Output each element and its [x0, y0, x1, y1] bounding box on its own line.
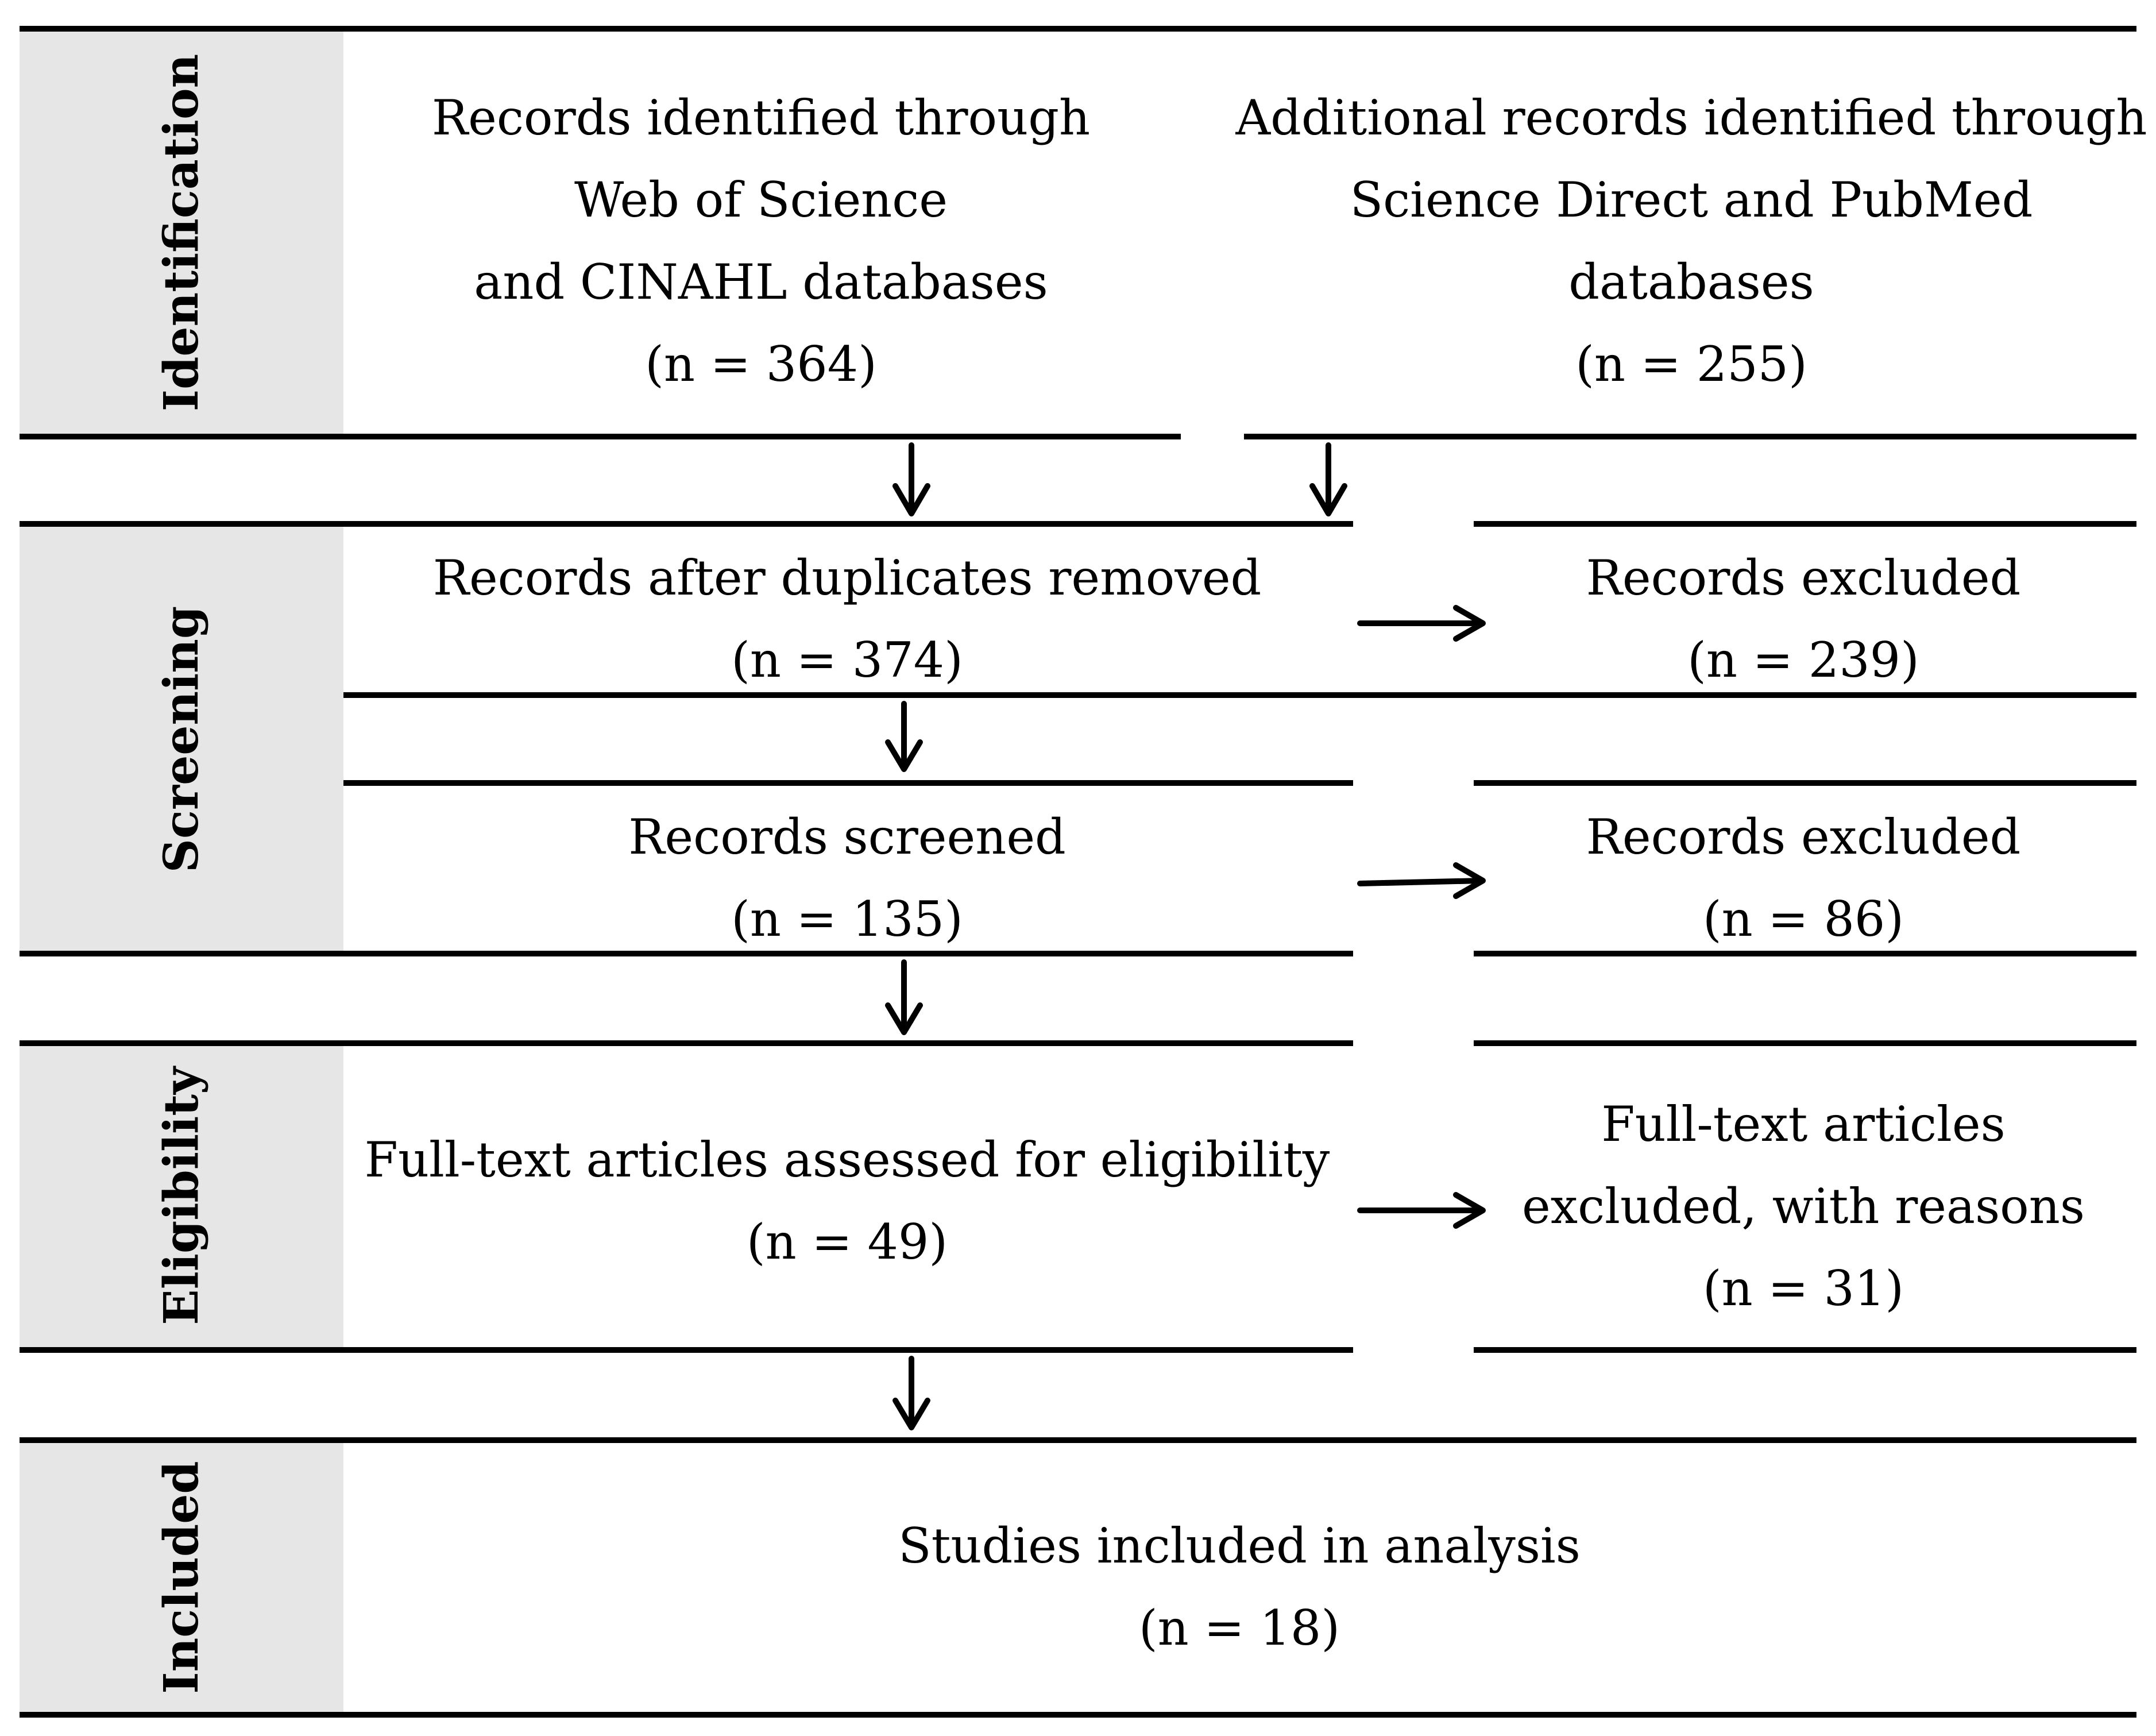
box-records-excluded-2: Records excluded (n = 86) — [1586, 796, 2021, 960]
box-after-duplicates-count: (n = 374) — [731, 632, 963, 688]
box-wos-cinahl-records: Records identified through Web of Scienc… — [432, 77, 1090, 406]
identification-stage-band — [20, 32, 343, 435]
box-fulltext-excluded-line-2: excluded, with reasons — [1522, 1178, 2085, 1235]
arrow-down-duplicates-to-screened — [885, 701, 923, 772]
box-after-duplicates-label: Records after duplicates removed — [432, 550, 1262, 606]
box-records-excluded-2-count: (n = 86) — [1702, 891, 1904, 947]
box-studies-included: Studies included in analysis (n = 18) — [898, 1505, 1581, 1669]
rule-eligibility-top-right — [1474, 1040, 2136, 1046]
box-wos-cinahl-line-2: Web of Science — [574, 172, 948, 228]
arrow-right-screened-to-excluded — [1357, 862, 1486, 899]
rule-screening-bottom-right — [1474, 951, 2136, 956]
rule-screening-top-right — [1474, 521, 2136, 527]
box-fulltext-assessed-count: (n = 49) — [746, 1214, 948, 1270]
box-records-screened-label: Records screened — [628, 809, 1066, 865]
box-records-excluded-1-label: Records excluded — [1586, 550, 2021, 606]
box-fulltext-excluded: Full-text articles excluded, with reason… — [1522, 1083, 2085, 1330]
rule-screening-mid-2-left — [343, 780, 1353, 786]
box-fulltext-assessed: Full-text articles assessed for eligibil… — [365, 1119, 1330, 1283]
rule-eligibility-bottom-right — [1474, 1347, 2136, 1353]
box-fulltext-excluded-line-1: Full-text articles — [1601, 1096, 2006, 1152]
rule-top — [20, 26, 2136, 32]
box-sd-pubmed-line-1: Additional records identified through — [1235, 90, 2147, 146]
rule-included-top — [20, 1437, 2136, 1443]
arrow-down-wos-to-duplicates — [892, 442, 930, 516]
arrow-right-fulltext-to-excluded — [1357, 1192, 1486, 1229]
box-wos-cinahl-count: (n = 364) — [645, 336, 877, 392]
included-stage-band — [20, 1442, 343, 1714]
box-studies-included-label: Studies included in analysis — [898, 1518, 1581, 1574]
box-fulltext-excluded-count: (n = 31) — [1702, 1260, 1904, 1317]
box-records-excluded-1: Records excluded (n = 239) — [1586, 537, 2021, 701]
box-records-excluded-2-label: Records excluded — [1586, 809, 2021, 865]
rule-screening-mid-1 — [343, 692, 2136, 698]
arrow-down-fulltext-to-included — [892, 1356, 930, 1430]
box-wos-cinahl-line-1: Records identified through — [431, 90, 1091, 146]
box-sd-pubmed-count: (n = 255) — [1575, 336, 1807, 392]
arrow-right-duplicates-to-excluded — [1357, 605, 1486, 642]
rule-eligibility-bottom-left — [20, 1347, 1353, 1353]
box-sd-pubmed-line-3: databases — [1568, 254, 1814, 310]
rule-screening-top-left — [20, 521, 1353, 527]
box-records-screened: Records screened (n = 135) — [628, 796, 1066, 960]
box-after-duplicates: Records after duplicates removed (n = 37… — [433, 537, 1262, 701]
rule-bottom — [20, 1712, 2136, 1718]
box-wos-cinahl-line-3: and CINAHL databases — [474, 254, 1048, 310]
arrow-down-screened-to-fulltext — [885, 959, 923, 1035]
rule-identification-bottom-right — [1244, 434, 2136, 439]
screening-stage-band — [20, 527, 343, 952]
rule-eligibility-top-left — [20, 1040, 1353, 1046]
box-fulltext-assessed-label: Full-text articles assessed for eligibil… — [364, 1132, 1330, 1188]
box-studies-included-count: (n = 18) — [1138, 1600, 1340, 1656]
arrow-down-sd-to-duplicates — [1309, 442, 1347, 516]
box-sd-pubmed-line-2: Science Direct and PubMed — [1350, 172, 2033, 228]
rule-identification-bottom-left — [20, 434, 1181, 439]
box-records-excluded-1-count: (n = 239) — [1687, 632, 1919, 688]
eligibility-stage-band — [20, 1044, 343, 1348]
rule-screening-mid-2-right — [1474, 780, 2136, 786]
box-sd-pubmed-records: Additional records identified through Sc… — [1235, 77, 2147, 406]
box-records-screened-count: (n = 135) — [731, 891, 963, 947]
rule-screening-bottom-left — [20, 951, 1353, 956]
